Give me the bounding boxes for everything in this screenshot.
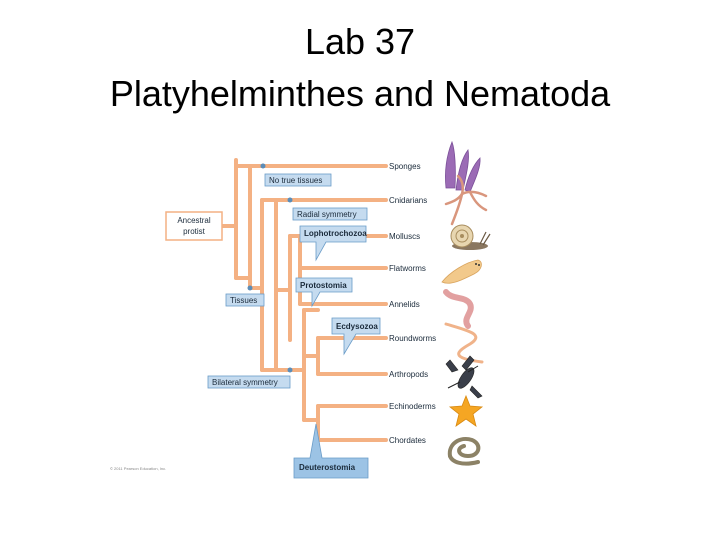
taxon-flatworms: Flatworms bbox=[389, 264, 426, 273]
flatworm-icon bbox=[441, 259, 482, 284]
label-deuterostomia: Deuterostomia bbox=[293, 423, 369, 479]
lobster-icon bbox=[445, 355, 483, 399]
svg-text:Lophotrochozoa: Lophotrochozoa bbox=[304, 229, 367, 238]
taxon-chordates: Chordates bbox=[389, 436, 426, 445]
tree-nodes bbox=[247, 163, 293, 373]
svg-text:Ecdysozoa: Ecdysozoa bbox=[336, 322, 378, 331]
snail-icon bbox=[450, 224, 491, 250]
taxa-labels: Sponges Cnidarians Molluscs Flatworms An… bbox=[389, 162, 436, 445]
label-radial-symmetry: Radial symmetry bbox=[292, 207, 368, 221]
label-protostomia: Protostomia bbox=[295, 277, 353, 308]
node-bilateral-symmetry bbox=[287, 367, 293, 373]
label-tissues: Tissues bbox=[225, 293, 265, 307]
roundworm-icon bbox=[444, 322, 484, 364]
root-label-line-1: Ancestral bbox=[177, 216, 211, 225]
root-box: Ancestral protist bbox=[165, 211, 223, 241]
annelid-icon bbox=[443, 289, 474, 329]
root-label-line-2: protist bbox=[183, 227, 206, 236]
sponge-icon bbox=[445, 140, 481, 193]
label-ecdysozoa: Ecdysozoa bbox=[331, 317, 381, 356]
taxon-cnidarians: Cnidarians bbox=[389, 196, 427, 205]
copyright-note: © 2011 Pearson Education, Inc. bbox=[110, 466, 166, 471]
label-lophotrochozoa: Lophotrochozoa bbox=[299, 225, 367, 262]
node-radial-symmetry bbox=[287, 197, 293, 203]
slide-title-line-2: Platyhelminthes and Nematoda bbox=[109, 73, 611, 114]
label-no-true-tissues: No true tissues bbox=[264, 173, 332, 187]
taxon-arthropods: Arthropods bbox=[389, 370, 428, 379]
taxon-annelids: Annelids bbox=[389, 300, 420, 309]
label-bilateral-symmetry: Bilateral symmetry bbox=[207, 375, 291, 389]
node-tissues bbox=[247, 285, 253, 291]
taxon-roundworms: Roundworms bbox=[389, 334, 436, 343]
svg-text:Radial symmetry: Radial symmetry bbox=[297, 210, 357, 219]
slide-title-line-1: Lab 37 bbox=[304, 21, 416, 62]
starfish-icon bbox=[448, 394, 484, 427]
svg-text:Tissues: Tissues bbox=[230, 296, 257, 305]
taxon-echinoderms: Echinoderms bbox=[389, 402, 436, 411]
taxon-molluscs: Molluscs bbox=[389, 232, 420, 241]
svg-text:Bilateral symmetry: Bilateral symmetry bbox=[212, 378, 278, 387]
snake-icon bbox=[447, 437, 481, 466]
svg-text:No true tissues: No true tissues bbox=[269, 176, 322, 185]
taxon-sponges: Sponges bbox=[389, 162, 421, 171]
svg-text:Deuterostomia: Deuterostomia bbox=[299, 463, 356, 472]
svg-text:Protostomia: Protostomia bbox=[300, 281, 347, 290]
node-no-true-tissues bbox=[260, 163, 266, 169]
cnidarian-icon bbox=[444, 174, 488, 226]
